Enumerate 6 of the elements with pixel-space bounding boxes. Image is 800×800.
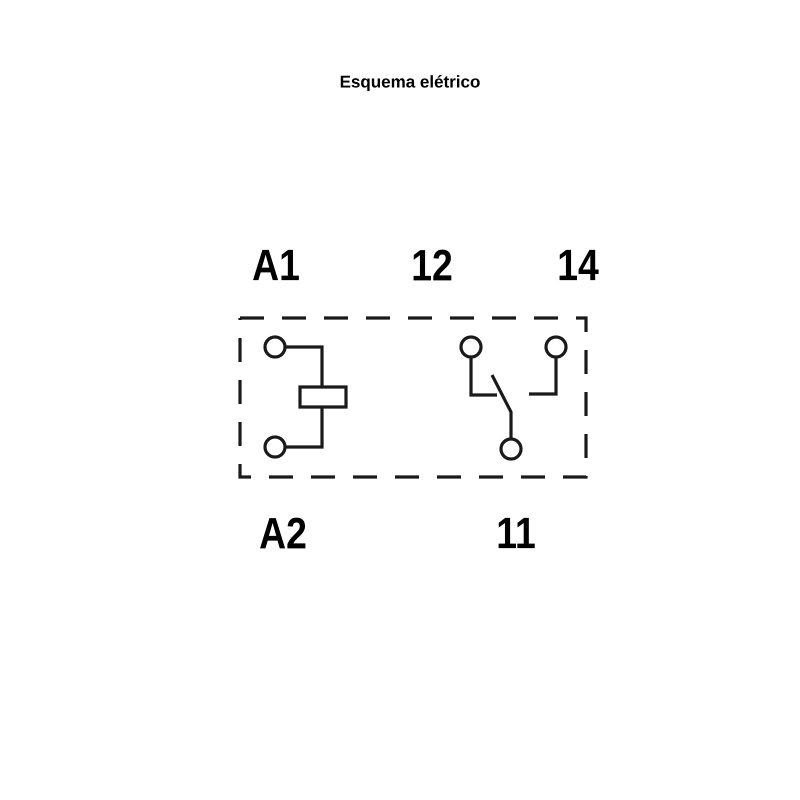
terminal-label: A1 [253, 250, 299, 280]
terminal-label: 11 [498, 518, 535, 548]
terminal-label: 12 [414, 250, 452, 280]
title: Esquema elétrico [340, 75, 480, 91]
terminal-label: 14 [560, 250, 599, 280]
terminal-label: A2 [260, 518, 306, 548]
